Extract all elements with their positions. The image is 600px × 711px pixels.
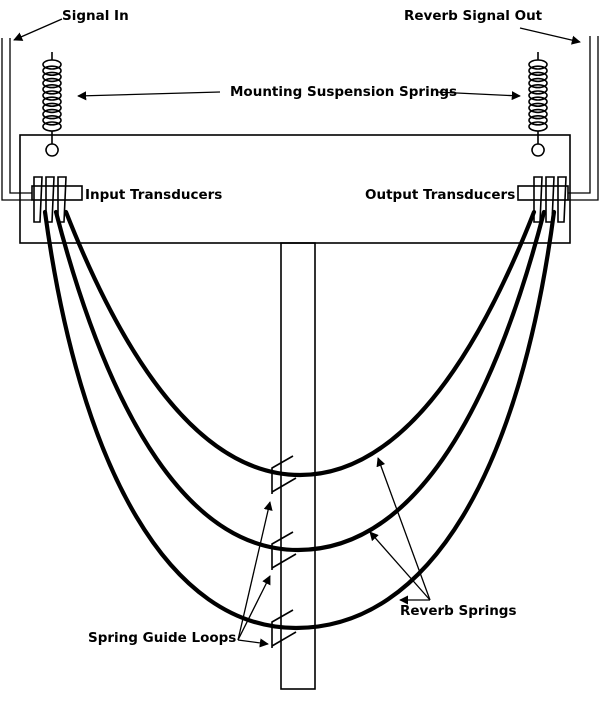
input-transducers: [31, 176, 83, 223]
center-support-bar: [280, 242, 316, 690]
label-spring-guide-loops: Spring Guide Loops: [88, 630, 236, 646]
coil-loop: [528, 71, 548, 83]
coil-loop: [528, 90, 548, 101]
label-signal-in: Signal In: [62, 8, 129, 24]
guide-loop-bottom: [271, 609, 297, 648]
guide-loop-middle: [271, 531, 297, 570]
coil-loop: [42, 102, 62, 114]
coil-loop: [42, 65, 62, 76]
annotation-arrows: [13, 18, 581, 648]
coil-loop: [528, 115, 548, 126]
coil-loop: [42, 71, 62, 83]
coil-loop: [528, 108, 548, 120]
signal-out-wire: [568, 36, 599, 201]
label-reverb-springs: Reverb Springs: [400, 603, 517, 619]
coil-loop: [42, 90, 62, 101]
label-mounting-springs: Mounting Suspension Springs: [230, 84, 457, 100]
coil-loop: [42, 77, 62, 89]
label-input-transducers: Input Transducers: [85, 187, 222, 203]
coil-loop: [42, 115, 62, 126]
coil-loop: [528, 59, 548, 70]
reverb-spring-inner: [63, 209, 537, 478]
coil-loop: [528, 65, 548, 76]
coil-loop: [42, 59, 62, 70]
label-output-transducers: Output Transducers: [365, 187, 515, 203]
right-mounting-spring: [528, 52, 548, 157]
coil-loop: [42, 84, 62, 95]
label-reverb-signal-out: Reverb Signal Out: [404, 8, 543, 24]
left-mounting-spring: [42, 52, 62, 157]
reverb-spring-middle: [53, 209, 547, 553]
coil-loop: [528, 121, 548, 132]
guide-loop-top: [271, 455, 297, 494]
signal-in-wire: [1, 38, 32, 201]
coil-loop: [528, 96, 548, 107]
coil-loop: [42, 108, 62, 120]
coil-loop: [528, 77, 548, 89]
coil-loop: [42, 96, 62, 107]
spring-guide-loops: [271, 455, 297, 648]
output-transducers: [517, 176, 569, 223]
coil-loop: [528, 84, 548, 95]
coil-loop: [42, 121, 62, 132]
reverb-springs: [42, 209, 557, 631]
reverb-spring-outer: [42, 209, 557, 631]
coil-loop: [528, 102, 548, 114]
